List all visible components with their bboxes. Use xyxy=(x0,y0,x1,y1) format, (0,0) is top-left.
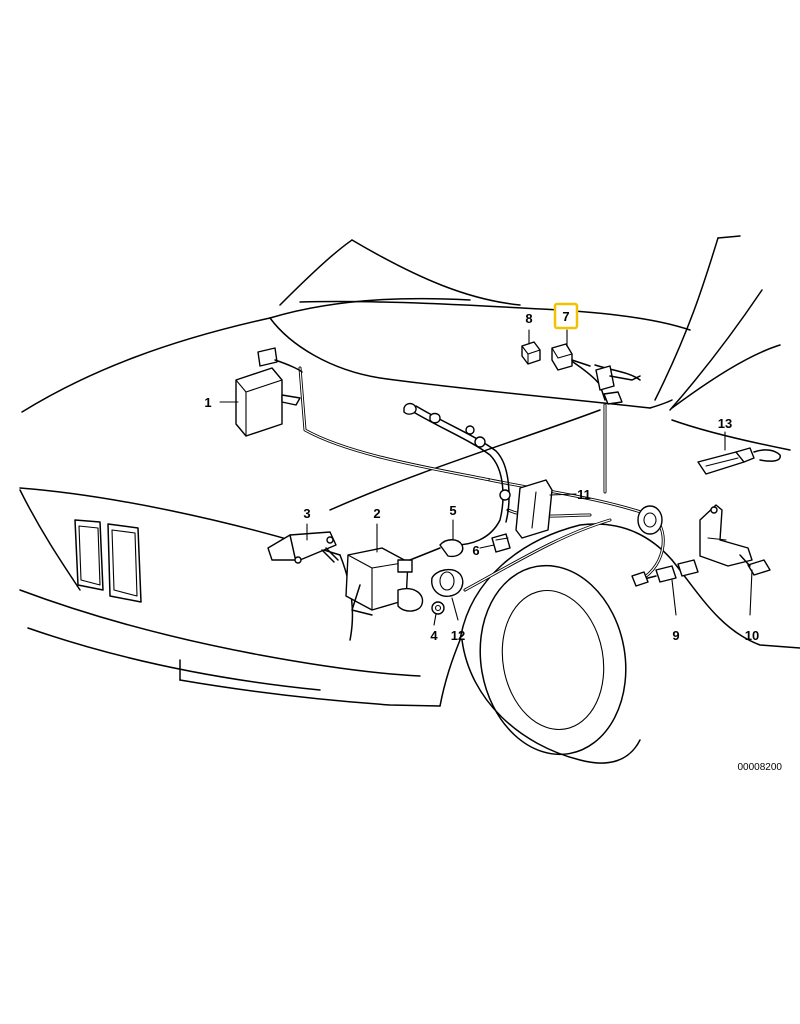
callout-11: 11 xyxy=(577,487,591,502)
callout-7: 7 xyxy=(562,309,569,324)
part-5-grommet xyxy=(409,425,511,561)
callout-5: 5 xyxy=(449,503,456,518)
callout-12: 12 xyxy=(451,628,465,643)
part-13-plug xyxy=(697,447,781,475)
leader-lines xyxy=(219,329,753,626)
grille xyxy=(74,519,142,603)
callout-6: 6 xyxy=(472,543,479,558)
part-8-relay xyxy=(521,341,541,365)
part-4-nut xyxy=(431,601,445,615)
part-3-bracket xyxy=(267,531,339,564)
callout-10: 10 xyxy=(745,628,759,643)
part-9-connector xyxy=(631,559,699,587)
part-1-control-unit xyxy=(235,347,303,437)
part-11-bracket xyxy=(515,479,553,539)
part-2-actuator xyxy=(345,547,424,616)
grommet-fender xyxy=(637,505,663,535)
callout-9: 9 xyxy=(672,628,679,643)
part-7-connector xyxy=(551,343,641,405)
wiring-harness xyxy=(298,359,665,592)
cable-plug xyxy=(403,402,441,424)
callout-8: 8 xyxy=(525,311,532,326)
callout-13: 13 xyxy=(718,416,732,431)
diagram-reference-number: 00008200 xyxy=(738,762,783,773)
front-wheel xyxy=(461,564,641,764)
car-body-outline xyxy=(19,235,800,707)
callout-2: 2 xyxy=(373,506,380,521)
part-6-clip xyxy=(491,533,511,553)
callout-7-highlight xyxy=(553,302,579,330)
callout-3: 3 xyxy=(303,506,310,521)
callout-4: 4 xyxy=(430,628,438,643)
part-12-sensor xyxy=(431,568,464,597)
callouts: 1 2 3 4 5 6 7 8 9 10 11 12 13 xyxy=(204,302,759,643)
part-10-sensor-bracket xyxy=(699,504,771,576)
callout-1: 1 xyxy=(204,395,211,410)
